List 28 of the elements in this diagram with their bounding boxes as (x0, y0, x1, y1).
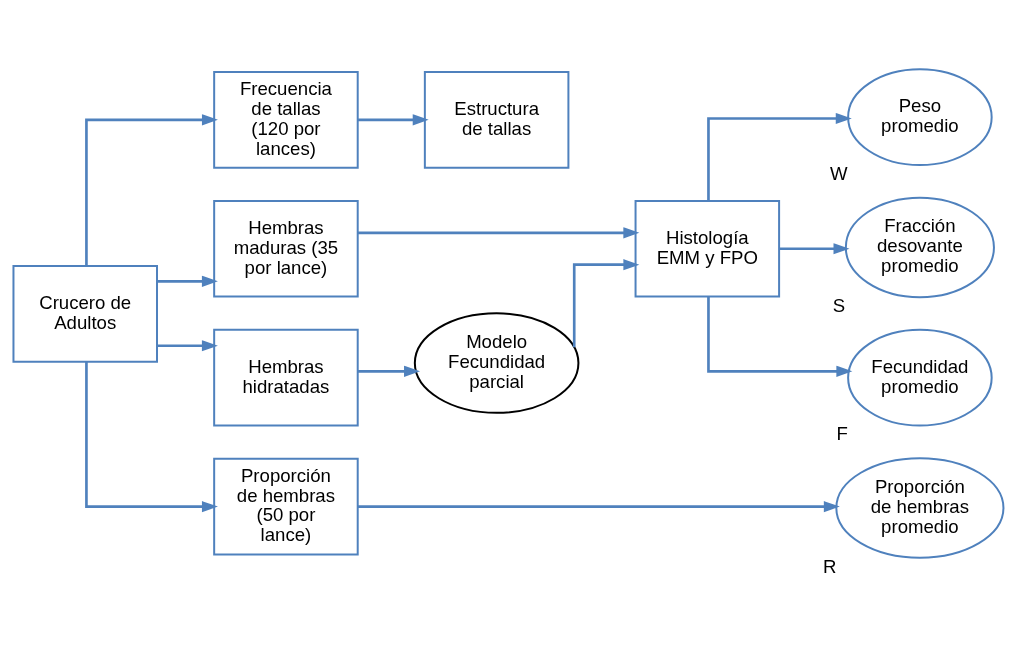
arrow (357, 114, 429, 126)
node-ellipse: Peso promedio (847, 68, 993, 166)
node-box: Proporción de hembras (50 por lance) (213, 457, 359, 556)
node-ellipse: Proporción de hembras promedio (835, 457, 1005, 559)
node-ellipse: Modelo Fecundidad parcial (413, 312, 580, 414)
arrow (357, 227, 640, 239)
node-label: R (822, 555, 837, 577)
arrow (572, 259, 640, 348)
arrow (357, 365, 420, 377)
arrow (85, 114, 218, 266)
node-ellipse: Fecundidad promedio (847, 328, 993, 427)
node-label: W (830, 162, 848, 184)
node-box: Hembras maduras (35 por lance) (213, 199, 359, 298)
node-label: F (836, 423, 848, 445)
arrow (157, 275, 218, 287)
node-ellipse: Fracción desovante promedio (844, 196, 995, 299)
arrow (707, 296, 853, 377)
node-box: Hembras hidratadas (213, 328, 359, 427)
arrow (707, 112, 852, 201)
node-label: S (832, 295, 846, 317)
arrow (85, 362, 218, 513)
arrow (358, 501, 840, 513)
node-box: Estructura de tallas (423, 70, 570, 169)
node-box: Crucero de Adultos (12, 265, 158, 363)
arrow (779, 243, 850, 255)
node-box: Frecuencia de tallas (120 por lances) (213, 70, 359, 169)
arrow (157, 340, 218, 352)
node-box: Histología EMM y FPO (634, 199, 781, 298)
